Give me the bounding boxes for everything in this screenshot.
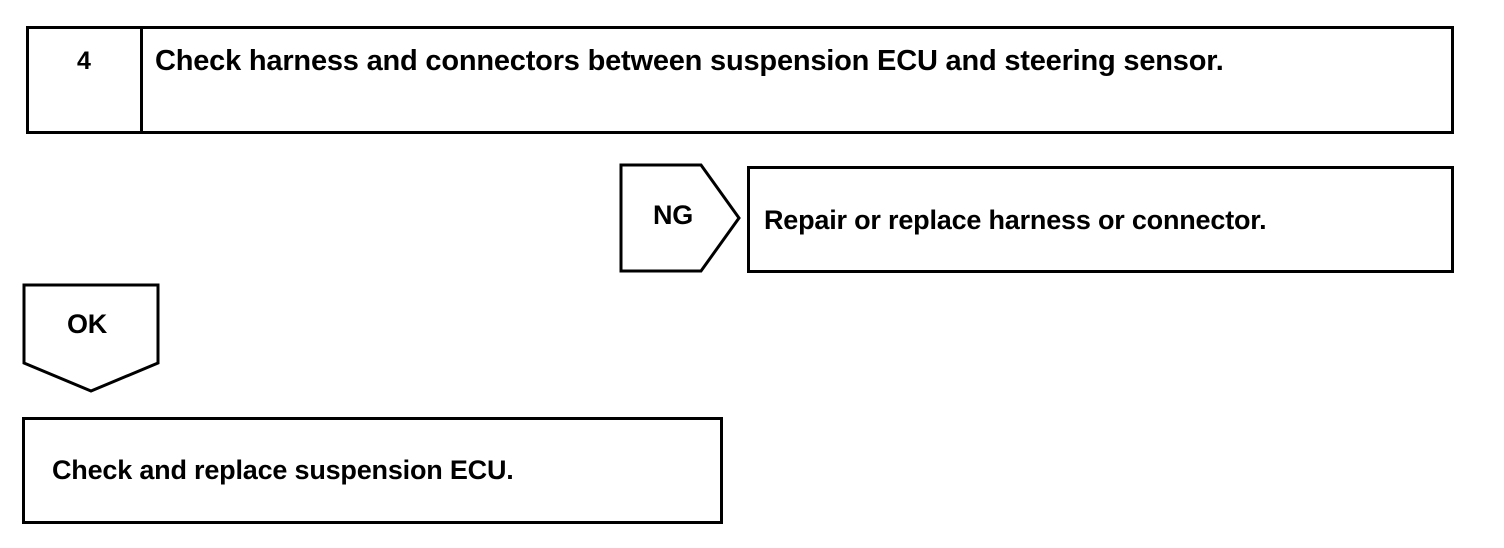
ng-action-box: Repair or replace harness or connector. — [747, 166, 1454, 273]
step-number-cell — [29, 29, 143, 131]
step-title: Check harness and connectors between sus… — [155, 45, 1224, 77]
ng-action-text: Repair or replace harness or connector. — [764, 205, 1267, 235]
ng-arrow-shape — [619, 163, 741, 273]
ok-label: OK — [67, 309, 108, 339]
ng-label: NG — [653, 200, 694, 230]
ok-action-text: Check and replace suspension ECU. — [52, 455, 514, 485]
step-number: 4 — [77, 47, 91, 75]
ok-action-box: Check and replace suspension ECU. — [22, 417, 723, 524]
step-box: 4 Check harness and connectors between s… — [26, 26, 1454, 134]
ok-arrow-shape — [22, 283, 160, 393]
